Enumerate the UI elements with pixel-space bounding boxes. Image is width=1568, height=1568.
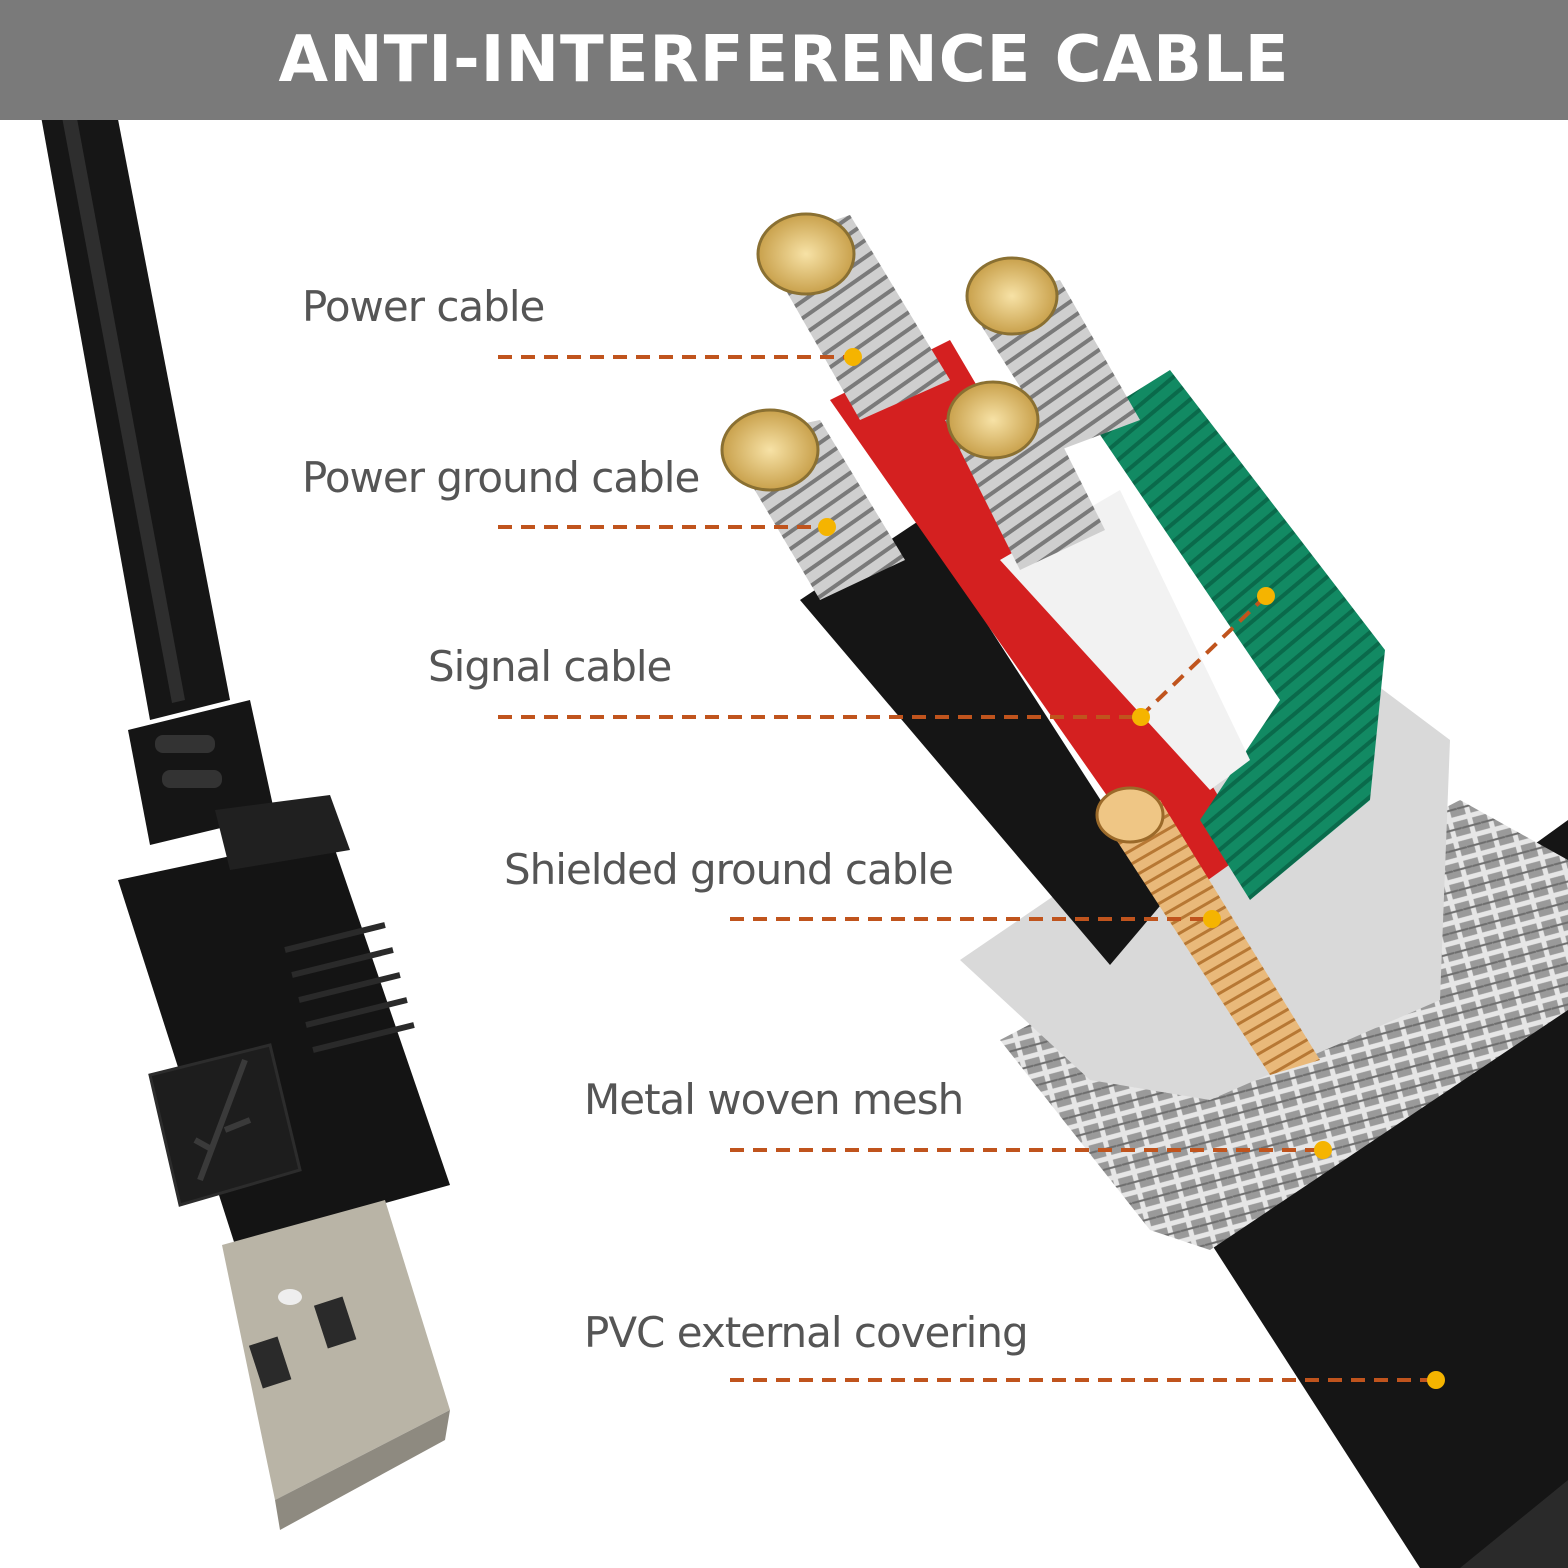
shield-ground-wire-end xyxy=(1095,786,1165,844)
usb-trident-icon xyxy=(193,1058,252,1182)
marker-power-ground xyxy=(818,518,836,536)
marker-signal-white xyxy=(1132,708,1150,726)
marker-mesh xyxy=(1314,1141,1332,1159)
label-power-cable: Power cable xyxy=(302,282,545,331)
usb-metal-connector xyxy=(222,1200,450,1530)
red-wire-insulation xyxy=(830,340,1250,900)
usb-plug xyxy=(118,795,450,1245)
label-metal-woven-mesh: Metal woven mesh xyxy=(584,1075,964,1124)
copper-strands xyxy=(1100,800,1320,1075)
marker-signal-green xyxy=(1257,587,1275,605)
signal-wire-end-1 xyxy=(965,256,1059,336)
usb-cable-cord xyxy=(20,0,230,720)
power-wire-end xyxy=(756,212,856,296)
label-signal-cable: Signal cable xyxy=(428,642,672,691)
callout-markers xyxy=(818,348,1445,1389)
label-shielded-ground-cable: Shielded ground cable xyxy=(504,845,954,894)
signal-wire-end-2 xyxy=(946,380,1040,460)
cord-highlight xyxy=(40,0,185,703)
title-banner: ANTI-INTERFERENCE CABLE xyxy=(0,0,1568,120)
white-wire-insulation xyxy=(1000,490,1250,790)
marker-pvc xyxy=(1427,1371,1445,1389)
power-ground-wire-end xyxy=(720,408,820,492)
label-power-ground-cable: Power ground cable xyxy=(302,453,700,502)
black-wire-insulation xyxy=(800,520,1165,965)
leader-lines xyxy=(498,355,1434,1382)
marker-shielded-ground xyxy=(1203,910,1221,928)
marker-power xyxy=(844,348,862,366)
banner-title: ANTI-INTERFERENCE CABLE xyxy=(278,23,1290,97)
green-wire-insulation xyxy=(1090,370,1385,900)
label-pvc-external-covering: PVC external covering xyxy=(584,1308,1029,1357)
